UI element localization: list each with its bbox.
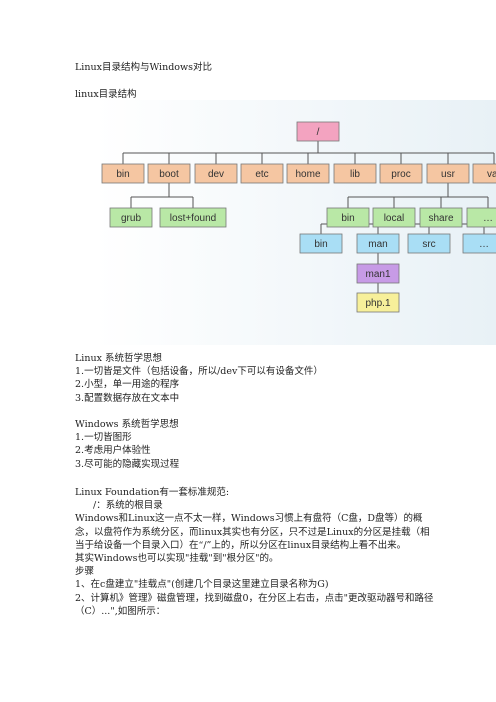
foundation-section: Linux Foundation有一套标准规范: /：系统的根目录 Window…: [75, 486, 435, 618]
dir-node-etc: etc: [240, 163, 284, 184]
svg-text:lib: lib: [350, 169, 360, 180]
svg-text:bin: bin: [116, 169, 129, 180]
svg-text:…: …: [483, 213, 493, 224]
section-subtitle: linux目录结构: [75, 89, 137, 100]
svg-text:grub: grub: [121, 213, 141, 224]
linux-philosophy-item: 3.配置数据存放在文本中: [75, 392, 180, 404]
usr-child-node: bin: [326, 207, 370, 228]
linux-philosophy-item: 2.小型，单一用途的程序: [75, 379, 180, 391]
svg-text:proc: proc: [391, 169, 410, 180]
windows-philosophy-item: 2.考虑用户体验性: [75, 445, 151, 457]
svg-text:bin: bin: [314, 239, 327, 250]
windows-philosophy-item: 3.尽可能的隐藏实现过程: [75, 458, 180, 470]
dir-node-proc: proc: [379, 163, 423, 184]
step-2: 2、计算机》管理》磁盘管理，找到磁盘0，在分区上右击，点击"更改驱动器号和路径（…: [75, 592, 434, 617]
linux-directory-tree-diagram: / bin boot dev etc home lib proc usr var grub lost+…: [96, 100, 496, 345]
root-directory-line: /：系统的根目录: [93, 500, 163, 512]
svg-text:php.1: php.1: [365, 298, 390, 309]
svg-text:dev: dev: [208, 169, 224, 180]
document-title: Linux目录结构与Windows对比: [75, 62, 213, 73]
linux-philosophy-item: 1.一切皆是文件（包括设备，所以/dev下可以有设备文件）: [75, 366, 323, 378]
usr-child-node: local: [372, 207, 416, 228]
dir-node-lost-found: lost+found: [159, 207, 227, 228]
dir-node-usr: usr: [426, 163, 470, 184]
linux-philosophy-heading: Linux 系统哲学思想: [75, 353, 162, 364]
foundation-heading: Linux Foundation有一套标准规范:: [75, 487, 230, 498]
dir-node-man1: man1: [356, 263, 400, 284]
root-directory-node: /: [296, 121, 340, 142]
mount-line: 其实Windows也可以实现"挂载"到"根分区"的。: [75, 553, 279, 565]
steps-heading: 步骤: [75, 566, 95, 578]
svg-text:etc: etc: [255, 169, 268, 180]
svg-text:local: local: [384, 213, 405, 224]
usr-child-node: share: [419, 207, 463, 228]
dir-node-var: var: [472, 163, 496, 184]
dir-node-bin: bin: [101, 163, 145, 184]
local-child-node: …: [462, 233, 496, 254]
step-1: 1、在c盘建立"挂载点"(创建几个目录这里建立目录名称为G): [75, 579, 329, 591]
svg-text:src: src: [422, 239, 435, 250]
dir-node-grub: grub: [109, 207, 153, 228]
svg-text:bin: bin: [341, 213, 354, 224]
partition-explanation: Windows和Linux这一点不太一样，Windows习惯上有盘符（C盘，D盘…: [75, 513, 430, 551]
svg-text:home: home: [295, 169, 320, 180]
usr-child-node: …: [466, 207, 496, 228]
local-child-node: bin: [299, 233, 343, 254]
linux-philosophy-section: Linux 系统哲学思想 1.一切皆是文件（包括设备，所以/dev下可以有设备文…: [75, 352, 435, 405]
svg-text:usr: usr: [441, 169, 456, 180]
svg-text:share: share: [428, 213, 453, 224]
dir-node-home: home: [286, 163, 330, 184]
svg-text:lost+found: lost+found: [170, 213, 216, 224]
svg-text:boot: boot: [159, 169, 179, 180]
windows-philosophy-heading: Windows 系统哲学思想: [75, 419, 179, 430]
svg-text:…: …: [479, 239, 489, 250]
svg-text:/: /: [317, 127, 320, 138]
dir-node-boot: boot: [147, 163, 191, 184]
svg-text:man: man: [368, 239, 387, 250]
windows-philosophy-section: Windows 系统哲学思想 1.一切皆图形 2.考虑用户体验性 3.尽可能的隐…: [75, 418, 435, 471]
svg-text:man1: man1: [365, 269, 390, 280]
windows-philosophy-item: 1.一切皆图形: [75, 432, 132, 444]
dir-node-lib: lib: [333, 163, 377, 184]
local-child-node: src: [407, 233, 451, 254]
local-child-node: man: [356, 233, 400, 254]
file-node-php1: php.1: [356, 292, 400, 313]
dir-node-dev: dev: [194, 163, 238, 184]
svg-text:var: var: [487, 169, 496, 180]
